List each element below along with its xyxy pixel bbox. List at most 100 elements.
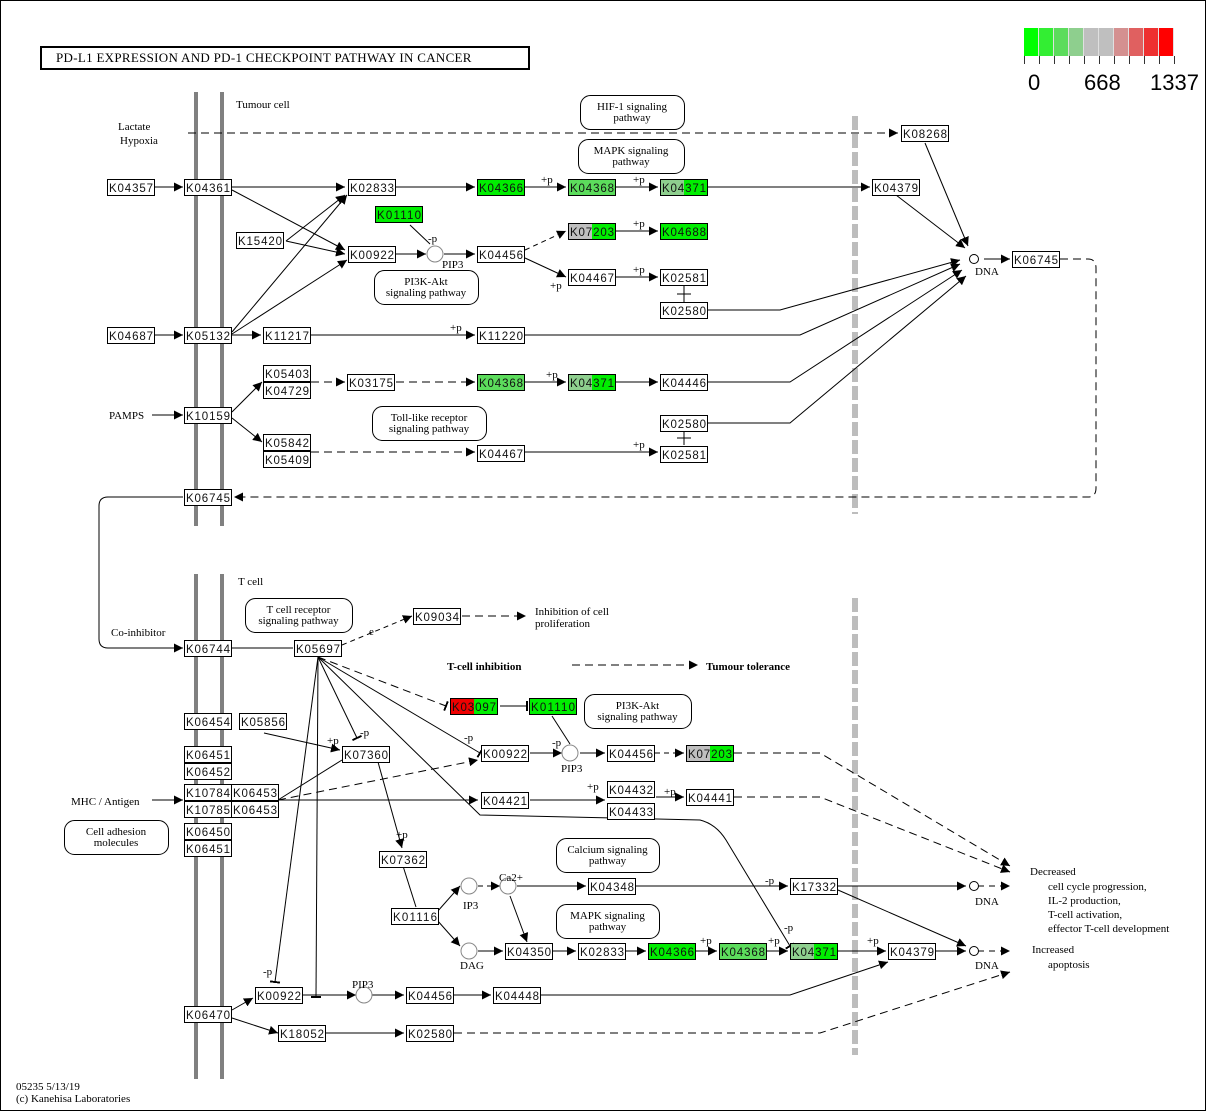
- gene-node-k06453[interactable]: K06453: [231, 784, 279, 801]
- gene-node-k00922[interactable]: K00922: [348, 246, 396, 263]
- dna-compound[interactable]: [969, 254, 979, 264]
- gene-node-k03097[interactable]: K03097: [450, 698, 498, 715]
- pip3-compound[interactable]: [355, 986, 373, 1004]
- gene-node-fill: [406, 1025, 454, 1042]
- gene-node-k01110[interactable]: K01110: [529, 698, 577, 715]
- pip3-compound[interactable]: [561, 744, 579, 762]
- gene-node-k02580[interactable]: K02580: [406, 1025, 454, 1042]
- gene-node-k10785[interactable]: K10785: [184, 801, 232, 818]
- decreased-item-4: effector T-cell development: [1048, 923, 1169, 935]
- ca2-compound[interactable]: [499, 877, 517, 895]
- legend-swatch: [1144, 28, 1159, 56]
- gene-node-k07203[interactable]: K07203: [686, 745, 734, 762]
- gene-node-k04441[interactable]: K04441: [686, 789, 734, 806]
- gene-node-k06745[interactable]: K06745: [1012, 251, 1060, 268]
- gene-node-k04361[interactable]: K04361: [184, 179, 232, 196]
- gene-node-k02580[interactable]: K02580: [660, 302, 708, 319]
- gene-node-k04350[interactable]: K04350: [505, 943, 553, 960]
- gene-node-k04371[interactable]: K04371: [568, 374, 616, 391]
- gene-node-k06744[interactable]: K06744: [184, 640, 232, 657]
- gene-node-k04446[interactable]: K04446: [660, 374, 708, 391]
- phosphorylation-label: +p: [396, 829, 408, 841]
- gene-node-k06454[interactable]: K06454: [184, 713, 232, 730]
- gene-node-fill: [255, 987, 303, 1004]
- gene-node-fill: [184, 489, 232, 506]
- pip3-compound[interactable]: [426, 245, 444, 263]
- gene-node-k11220[interactable]: K11220: [477, 327, 525, 344]
- gene-node-k04348[interactable]: K04348: [588, 878, 636, 895]
- gene-node-k04366[interactable]: K04366: [648, 943, 696, 960]
- gene-node-k07360[interactable]: K07360: [342, 746, 390, 763]
- gene-node-k04456[interactable]: K04456: [477, 246, 525, 263]
- gene-node-k06451[interactable]: K06451: [184, 840, 232, 857]
- gene-node-k04456[interactable]: K04456: [406, 987, 454, 1004]
- gene-node-k07362[interactable]: K07362: [379, 851, 427, 868]
- gene-node-k04379[interactable]: K04379: [872, 179, 920, 196]
- ip3-compound[interactable]: [460, 877, 478, 895]
- gene-node-k10159[interactable]: K10159: [184, 407, 232, 424]
- gene-node-k06470[interactable]: K06470: [184, 1006, 232, 1023]
- gene-node-k02833[interactable]: K02833: [578, 943, 626, 960]
- gene-node-k04421[interactable]: K04421: [481, 792, 529, 809]
- gene-node-k00922[interactable]: K00922: [481, 745, 529, 762]
- footer: 05235 5/13/19 (c) Kanehisa Laboratories: [16, 1081, 130, 1105]
- gene-node-k04371[interactable]: K04371: [660, 179, 708, 196]
- gene-node-k05403[interactable]: K05403: [263, 365, 311, 382]
- gene-node-k01116[interactable]: K01116: [391, 908, 439, 925]
- gene-node-k15420[interactable]: K15420: [236, 232, 284, 249]
- gene-node-k03175[interactable]: K03175: [347, 374, 395, 391]
- gene-node-k04368[interactable]: K04368: [477, 374, 525, 391]
- gene-node-k06450[interactable]: K06450: [184, 823, 232, 840]
- gene-node-k17332[interactable]: K17332: [790, 878, 838, 895]
- gene-node-k04467[interactable]: K04467: [568, 269, 616, 286]
- gene-node-k02581[interactable]: K02581: [660, 446, 708, 463]
- gene-node-k11217[interactable]: K11217: [263, 327, 311, 344]
- gene-node-border: [406, 987, 454, 1004]
- gene-node-k04687[interactable]: K04687: [107, 327, 155, 344]
- gene-node-k08268[interactable]: K08268: [901, 125, 949, 142]
- gene-node-k04371[interactable]: K04371: [790, 943, 838, 960]
- gene-node-k04432[interactable]: K04432: [607, 781, 655, 798]
- gene-node-k18052[interactable]: K18052: [278, 1025, 326, 1042]
- dna-compound[interactable]: [969, 881, 979, 891]
- gene-node-k06451[interactable]: K06451: [184, 746, 232, 763]
- dag-compound[interactable]: [460, 942, 478, 960]
- gene-node-k04368[interactable]: K04368: [568, 179, 616, 196]
- gene-node-k02833[interactable]: K02833: [348, 179, 396, 196]
- gene-node-k07203[interactable]: K07203: [568, 223, 616, 240]
- dna-compound[interactable]: [969, 946, 979, 956]
- gene-node-k02580[interactable]: K02580: [660, 415, 708, 432]
- gene-node-k04456[interactable]: K04456: [607, 745, 655, 762]
- gene-node-k04368[interactable]: K04368: [719, 943, 767, 960]
- gene-node-k06453[interactable]: K06453: [231, 801, 279, 818]
- gene-node-k04729[interactable]: K04729: [263, 382, 311, 399]
- gene-node-k04467[interactable]: K04467: [477, 445, 525, 462]
- gene-node-k09034[interactable]: K09034: [413, 608, 461, 625]
- gene-node-k05132[interactable]: K05132: [184, 327, 232, 344]
- gene-node-k05697[interactable]: K05697: [294, 640, 342, 657]
- gene-node-k05842[interactable]: K05842: [263, 434, 311, 451]
- gene-node-k04688[interactable]: K04688: [660, 223, 708, 240]
- gene-node-k05856[interactable]: K05856: [239, 713, 287, 730]
- gene-node-k01110[interactable]: K01110: [375, 206, 423, 223]
- gene-node-k00922[interactable]: K00922: [255, 987, 303, 1004]
- gene-node-k04357[interactable]: K04357: [107, 179, 155, 196]
- gene-node-k10784[interactable]: K10784: [184, 784, 232, 801]
- gene-node-k04379[interactable]: K04379: [888, 943, 936, 960]
- gene-node-k04366[interactable]: K04366: [477, 179, 525, 196]
- gene-node-k05409[interactable]: K05409: [263, 451, 311, 468]
- gene-node-k06745[interactable]: K06745: [184, 489, 232, 506]
- gene-node-k06452[interactable]: K06452: [184, 763, 232, 780]
- gene-node-k02581[interactable]: K02581: [660, 269, 708, 286]
- gene-node-k04433[interactable]: K04433: [607, 803, 655, 820]
- gene-node-k04448[interactable]: K04448: [493, 987, 541, 1004]
